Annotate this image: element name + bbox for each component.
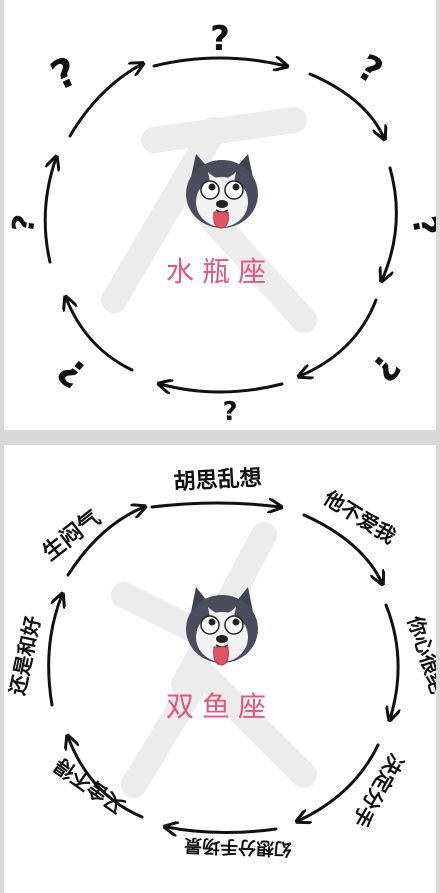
cycle-arrow (152, 58, 286, 66)
cycle-label: ? (403, 213, 436, 239)
cycle-arrow (166, 827, 278, 833)
cycle-arrow (68, 64, 142, 138)
cycle-label: 你心很绝 (403, 612, 436, 696)
cycle-label: 他不爱我 (319, 485, 400, 548)
sign-name-label: 双鱼座 (165, 690, 274, 723)
cycle-label: ? (350, 47, 389, 93)
sign-name-label: 水瓶座 (165, 255, 274, 288)
cycle-arrow (160, 384, 284, 392)
cycle-label: 又舍不得 (50, 753, 129, 819)
cycle-label: 幻想分手场景 (184, 834, 293, 860)
pisces-cycle-arrows (47, 503, 398, 833)
cycle-label: ? (44, 48, 84, 99)
cycle-arrow (308, 72, 384, 138)
cycle-arrow (66, 507, 144, 577)
cycle-arrow (43, 158, 56, 264)
cycle-label: ? (222, 397, 237, 427)
cycle-arrow (47, 595, 62, 707)
cycle-arrow (384, 603, 398, 719)
cycle-label: 决定分手 (348, 750, 409, 831)
cycle-arrow (302, 513, 382, 583)
cycle-arrow (298, 743, 380, 821)
cycle-arrow (66, 298, 134, 372)
aquarius-panel: ? ? ? ? ? ? ? ? 水瓶座 (4, 0, 436, 430)
husky-meme-face-icon (180, 585, 264, 673)
cycle-label: 胡思乱想 (173, 466, 262, 496)
pisces-panel: 胡思乱想 他不爱我 你心很绝 决定分手 幻想分手场景 又舍不得 还是和好 生闷气… (4, 445, 436, 893)
cycle-arrow (68, 737, 144, 819)
cycle-label: ? (210, 19, 230, 59)
cycle-label: ? (49, 348, 94, 396)
cycle-label: ? (362, 346, 407, 388)
husky-meme-face-icon (180, 152, 264, 236)
aquarius-cycle-arrows (43, 58, 398, 392)
cycle-label: 生闷气 (38, 505, 106, 566)
cycle-arrow (300, 298, 378, 376)
cycle-arrow (150, 503, 280, 507)
cycle-label: ? (6, 212, 43, 235)
cycle-arrow (382, 166, 398, 280)
